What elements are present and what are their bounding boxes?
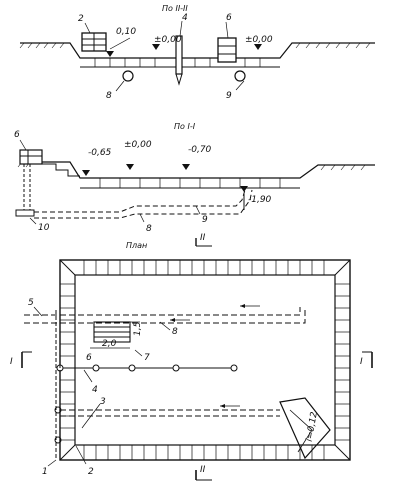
callout-4: 4 bbox=[182, 13, 188, 23]
plan-view: План 2,0 1,5 i=0,12 bbox=[10, 241, 373, 481]
ground-hatching bbox=[19, 42, 371, 49]
pile-marker bbox=[92, 364, 100, 372]
callout-6: 6 bbox=[226, 13, 232, 23]
section-1-1: По I-I -0,65 ±0,00 -0,70 bbox=[14, 122, 375, 247]
ramp bbox=[279, 397, 331, 460]
pile-marker bbox=[230, 364, 238, 372]
level-top: 0,10 bbox=[116, 27, 136, 37]
dim-height: 1,5 bbox=[133, 321, 143, 336]
level-right-1: -0,70 bbox=[188, 145, 212, 155]
pipe-9 bbox=[234, 70, 246, 82]
level-left-1: -0,65 bbox=[88, 148, 112, 158]
box-6 bbox=[217, 37, 237, 63]
callout-2: 2 bbox=[78, 14, 84, 24]
cut-mark-left: I bbox=[10, 357, 13, 367]
pile-marker bbox=[128, 364, 136, 372]
callout-5: 5 bbox=[28, 298, 34, 308]
plan-title: План bbox=[126, 241, 147, 250]
callout-7: 7 bbox=[144, 353, 150, 363]
section-1-title: По I-I bbox=[174, 122, 196, 131]
cut-mark-2-s1: II bbox=[200, 233, 206, 243]
plan-border-ticks bbox=[60, 260, 350, 460]
level-zero-1: ±0,00 bbox=[124, 140, 152, 150]
section-2-2: По II-II 0,10 bbox=[19, 4, 375, 101]
pile-marker bbox=[172, 364, 180, 372]
callout-6-s1: 6 bbox=[14, 130, 20, 140]
box-6-section bbox=[19, 149, 43, 165]
callout-6-plan: 6 bbox=[86, 353, 92, 363]
callout-3: 3 bbox=[100, 397, 106, 407]
callout-10: 10 bbox=[38, 223, 50, 233]
callout-9: 9 bbox=[226, 91, 232, 101]
callout-8-plan: 8 bbox=[172, 327, 178, 337]
slope-label: i=0,12 bbox=[305, 411, 320, 443]
level-zero-2: ±0,00 bbox=[154, 35, 182, 45]
level-bottom-1: -1,90 bbox=[248, 195, 272, 205]
cut-mark-bottom: II bbox=[200, 465, 206, 475]
pipe-8 bbox=[122, 70, 134, 82]
callout-4-plan: 4 bbox=[92, 385, 98, 395]
callout-9-s1: 9 bbox=[202, 215, 208, 225]
plan-inner-frame bbox=[74, 274, 336, 446]
callout-1: 1 bbox=[42, 467, 48, 477]
pile-4 bbox=[175, 35, 183, 75]
section-2-title: По II-II bbox=[162, 4, 188, 13]
callout-8: 8 bbox=[106, 91, 112, 101]
callout-8-s1: 8 bbox=[146, 224, 152, 234]
pipe-10 bbox=[15, 209, 35, 217]
level-right-2: ±0,00 bbox=[245, 35, 273, 45]
cut-mark-right: I bbox=[360, 357, 363, 367]
dim-width: 2,0 bbox=[102, 339, 117, 349]
callout-2-plan: 2 bbox=[88, 467, 94, 477]
